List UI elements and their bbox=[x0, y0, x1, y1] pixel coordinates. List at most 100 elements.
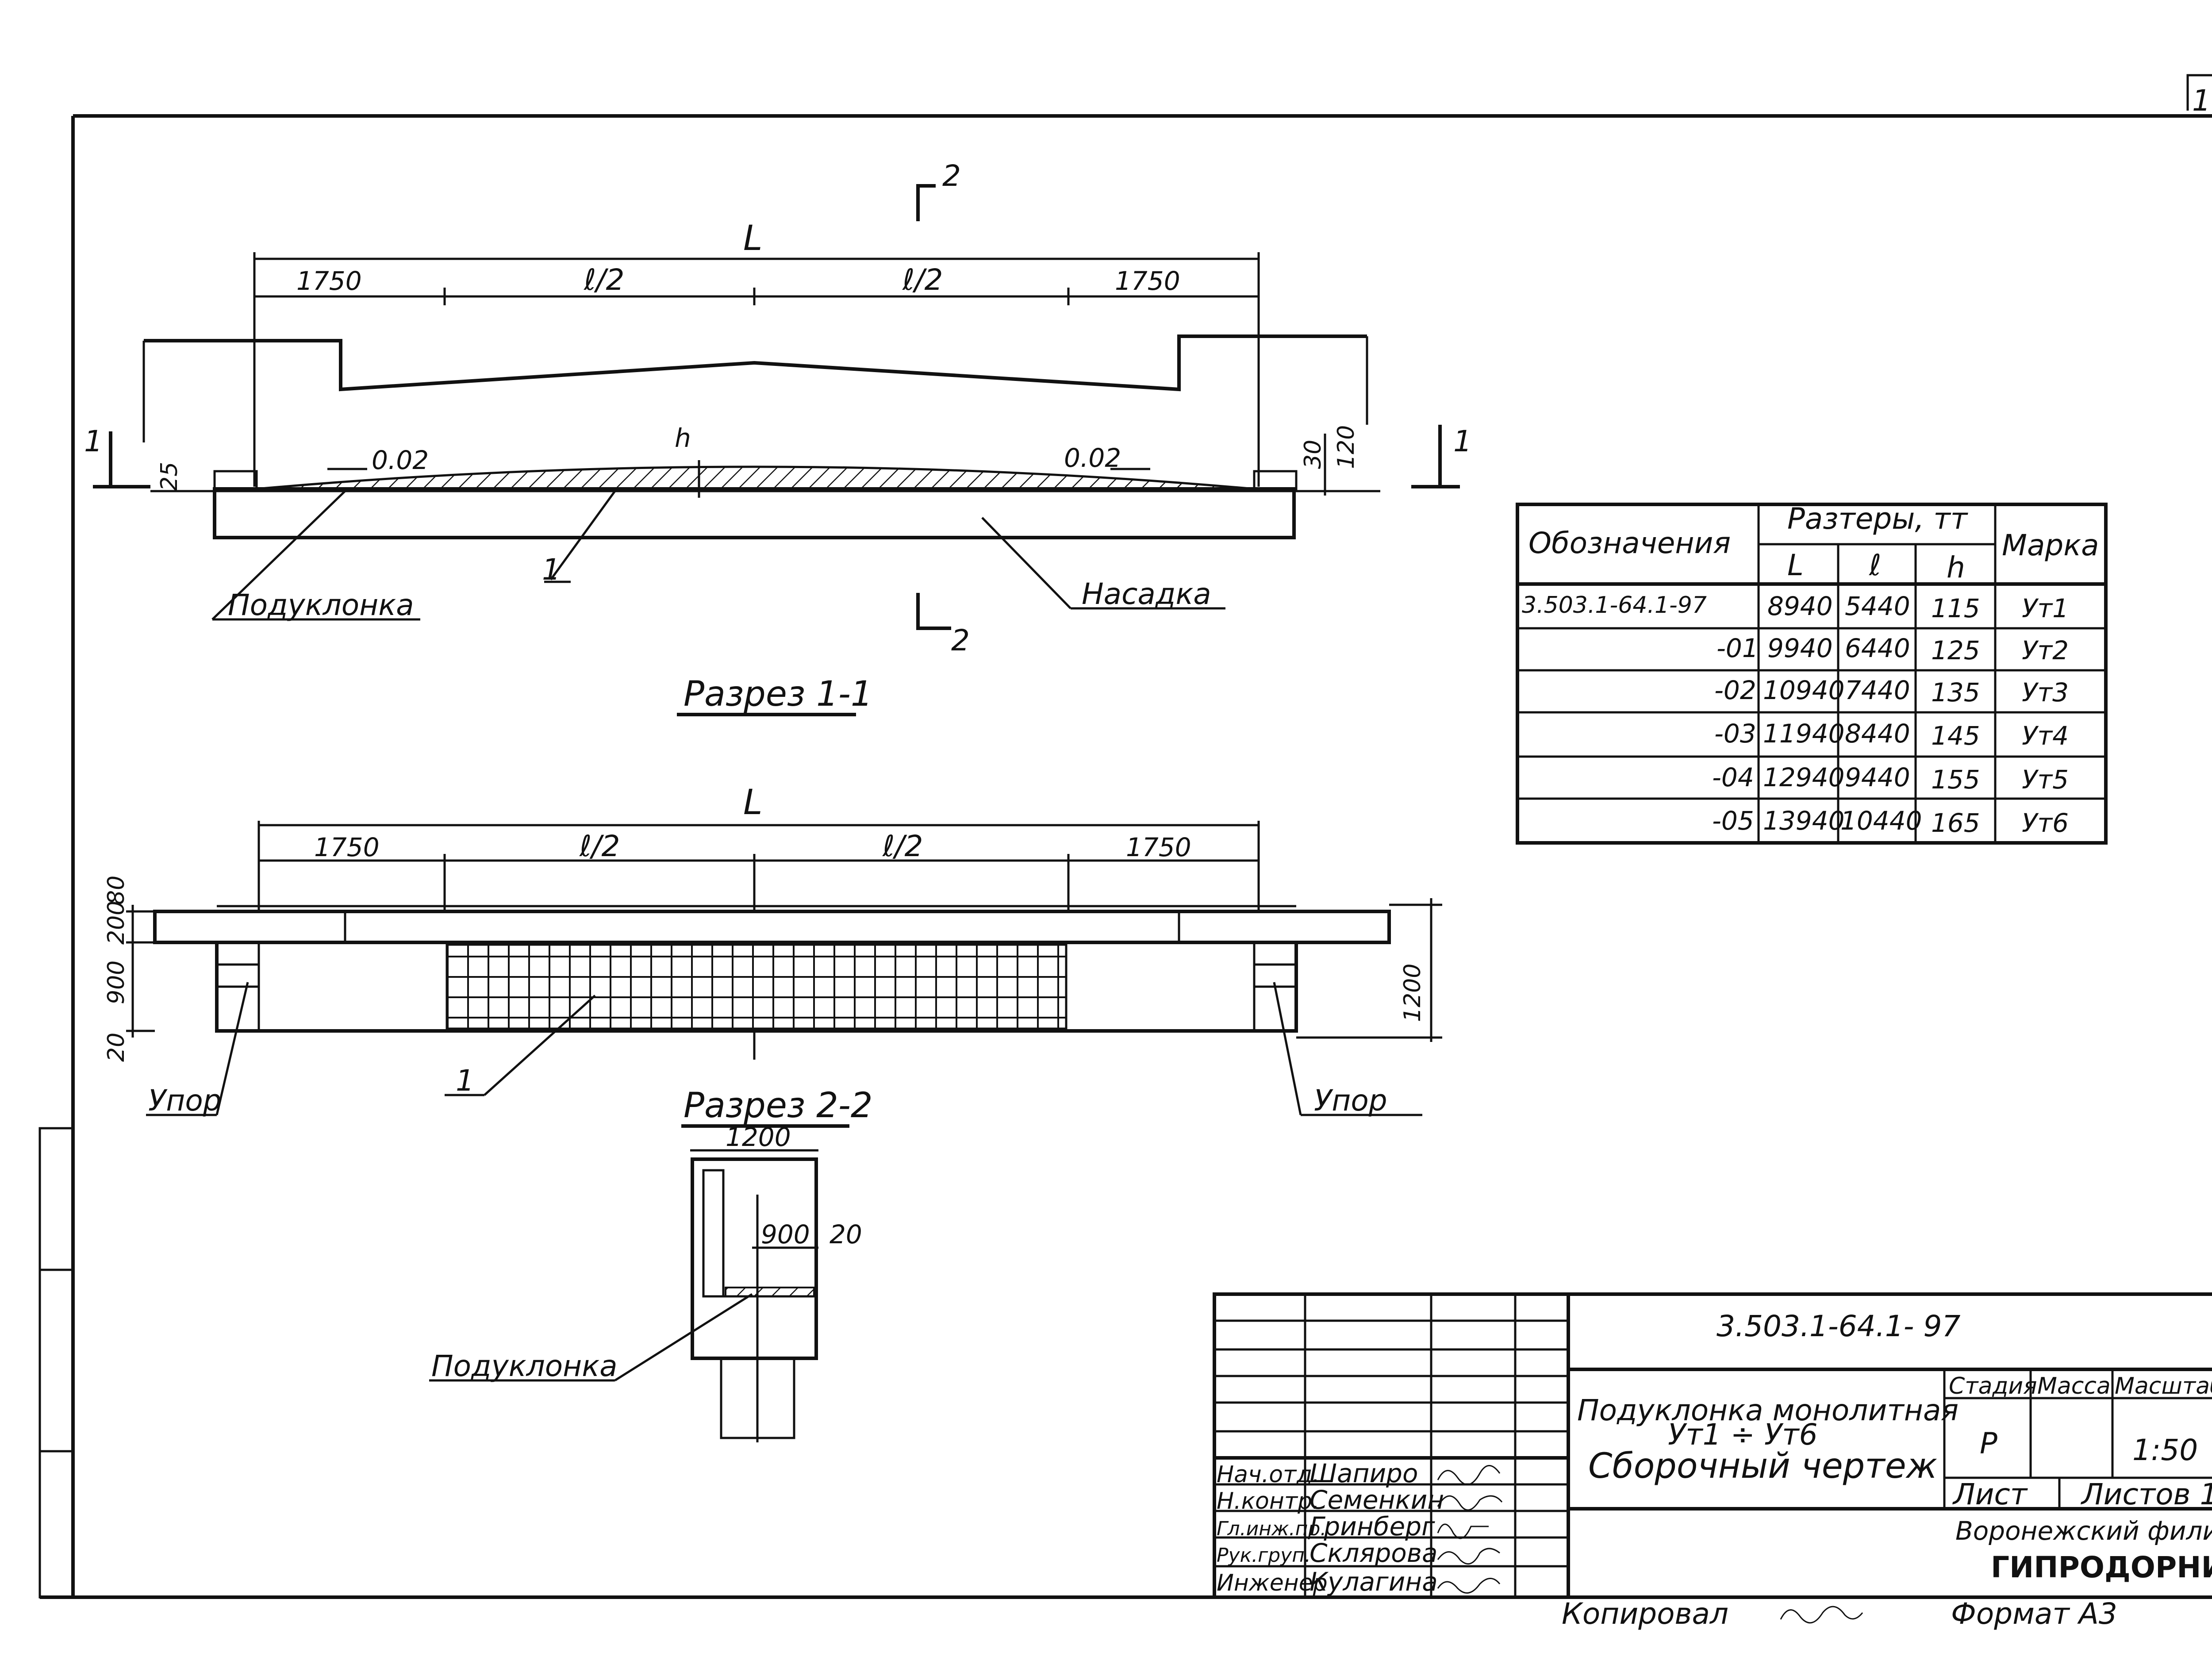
staff-name: Шапиро bbox=[1310, 1458, 1418, 1488]
section-mark-2-top: 2 bbox=[942, 159, 961, 193]
dim-L-plan: L bbox=[743, 783, 762, 823]
staff-name: Гринберг bbox=[1310, 1511, 1435, 1541]
copier-signature bbox=[1780, 1606, 1863, 1624]
dim-1200-sec: 1200 bbox=[726, 1122, 791, 1152]
sheet-frame: 110 bbox=[38, 74, 2212, 1599]
row-designation: -02 bbox=[1714, 675, 1756, 705]
row-l: 8440 bbox=[1845, 719, 1910, 749]
staff-role: Гл.инж.пр. bbox=[1217, 1518, 1326, 1540]
slope-left: 0.02 bbox=[372, 445, 429, 475]
dim-1750-right: 1750 bbox=[1115, 266, 1180, 296]
row-h: 145 bbox=[1931, 721, 1980, 751]
section-title-1-1: Разрез 1-1 bbox=[684, 674, 872, 714]
section-mark-1-right: 1 bbox=[1453, 424, 1472, 458]
dim-20-sec: 20 bbox=[830, 1219, 862, 1249]
dim-900-sec: 900 bbox=[761, 1219, 810, 1249]
row-mark: Ут1 bbox=[2022, 593, 2069, 623]
row-L: 13940 bbox=[1763, 806, 1845, 836]
col-scale: Масштаб bbox=[2115, 1373, 2212, 1399]
dim-80-plan: 80 bbox=[103, 876, 130, 905]
dim-1750-plan-left: 1750 bbox=[314, 832, 380, 862]
dim-l2-left: ℓ/2 bbox=[584, 263, 625, 297]
dim-L-top: L bbox=[743, 219, 762, 258]
dim-1200-plan: 1200 bbox=[1399, 964, 1426, 1022]
label-nasadka: Насадка bbox=[1082, 577, 1211, 611]
table-row: -03 11940 8440 145 Ут4 bbox=[1714, 719, 2069, 751]
table-row: -04 12940 9440 155 Ут5 bbox=[1712, 762, 2069, 795]
row-l: 5440 bbox=[1845, 591, 1910, 621]
col-l: ℓ bbox=[1869, 548, 1881, 582]
row-mark: Ут6 bbox=[2022, 808, 2069, 838]
table-row: -05 13940 10440 165 Ут6 bbox=[1712, 806, 2069, 838]
row-designation: 3.503.1-64.1-97 bbox=[1522, 592, 1707, 619]
row-mark: Ут3 bbox=[2022, 677, 2069, 707]
plan-view: L 1750 ℓ/2 ℓ/2 1750 80 200 900 bbox=[103, 783, 1442, 1118]
row-designation: -04 bbox=[1712, 762, 1754, 792]
dim-l2-plan-right: ℓ/2 bbox=[882, 829, 923, 863]
section-mark-2-bottom: 2 bbox=[951, 623, 970, 657]
staff-name: Склярова bbox=[1310, 1538, 1438, 1568]
label-podukl-elev: Подуклонка bbox=[228, 588, 414, 622]
doc-code: 3.503.1-64.1- 97 bbox=[1717, 1309, 1960, 1343]
title-block: 3.503.1-64.1- 97 Подуклонка монолитная У… bbox=[1213, 1292, 2212, 1599]
row-mark: Ут4 bbox=[2022, 721, 2069, 751]
staff-row: Рук.груп. Склярова bbox=[1217, 1538, 1438, 1568]
stage-value: Р bbox=[1980, 1426, 1997, 1461]
col-stage: Стадия bbox=[1949, 1373, 2037, 1399]
elevation-view: 2 L 1750 ℓ/2 ℓ/2 1750 h 0.02 0.02 bbox=[84, 159, 1472, 716]
row-mark: Ут5 bbox=[2022, 765, 2069, 795]
dim-l2-right: ℓ/2 bbox=[902, 263, 943, 297]
sheet-label: Лист bbox=[1952, 1477, 2028, 1511]
row-designation: -03 bbox=[1714, 719, 1756, 749]
label-podukl-sec: Подуклонка bbox=[431, 1349, 618, 1383]
row-h: 135 bbox=[1931, 677, 1980, 707]
row-h: 115 bbox=[1931, 593, 1980, 623]
row-l: 6440 bbox=[1845, 633, 1910, 663]
row-L: 8940 bbox=[1767, 591, 1833, 621]
signatures bbox=[1437, 1465, 1503, 1594]
col-h: h bbox=[1947, 550, 1965, 584]
staff-name: Кулагина bbox=[1310, 1567, 1438, 1597]
row-l: 10440 bbox=[1840, 806, 1922, 836]
row-L: 11940 bbox=[1763, 719, 1845, 749]
row-h: 165 bbox=[1931, 808, 1980, 838]
callout-1-plan: 1 bbox=[456, 1064, 474, 1098]
row-l: 9440 bbox=[1845, 762, 1910, 792]
col-mass: Масса bbox=[2037, 1373, 2111, 1399]
format-label: Формат А3 bbox=[1951, 1597, 2117, 1631]
row-designation: -05 bbox=[1712, 806, 1754, 836]
staff-role: Рук.груп. bbox=[1217, 1544, 1311, 1567]
row-l: 7440 bbox=[1845, 675, 1910, 705]
title-line-1: Подуклонка монолитная bbox=[1577, 1393, 1959, 1427]
dim-200-plan: 200 bbox=[103, 901, 130, 945]
org-line-2: ГИПРОДОРНИИ bbox=[1991, 1550, 2212, 1584]
col-mark: Марка bbox=[2002, 528, 2099, 562]
dim-l2-plan-left: ℓ/2 bbox=[579, 829, 620, 863]
callout-1-elev: 1 bbox=[542, 553, 561, 587]
row-L: 9940 bbox=[1767, 633, 1833, 663]
label-upor-right: Упор bbox=[1314, 1084, 1387, 1118]
staff-role: Нач.отд. bbox=[1217, 1461, 1320, 1488]
title-line-2: Ут1 ÷ Ут6 bbox=[1668, 1418, 1818, 1452]
col-designation: Обозначения bbox=[1528, 526, 1731, 560]
footer: Копировал Формат А3 bbox=[1562, 1597, 2117, 1631]
table-row: -02 10940 7440 135 Ут3 bbox=[1714, 675, 2069, 707]
section-2-2: Разрез 2-2 1200 900 20 Подуклонка bbox=[429, 1086, 872, 1442]
sheet-number: 110 bbox=[2192, 84, 2212, 118]
section-mark-1-left: 1 bbox=[84, 424, 103, 458]
dim-20-plan: 20 bbox=[103, 1033, 130, 1062]
dim-h: h bbox=[675, 423, 691, 453]
dim-25: 25 bbox=[156, 462, 183, 491]
sheets-label: Листов 1 bbox=[2081, 1477, 2212, 1511]
dim-30: 30 bbox=[1300, 440, 1326, 469]
staff-row: Нач.отд. Шапиро bbox=[1217, 1458, 1418, 1488]
row-designation: -01 bbox=[1717, 633, 1759, 663]
row-L: 12940 bbox=[1763, 762, 1845, 792]
row-h: 155 bbox=[1931, 765, 1980, 795]
copied-label: Копировал bbox=[1562, 1597, 1728, 1631]
dim-1750-plan-right: 1750 bbox=[1126, 832, 1191, 862]
row-L: 10940 bbox=[1763, 675, 1845, 705]
staff-row: Инженер Кулагина bbox=[1217, 1567, 1438, 1597]
dimensions-table: Обозначения Разтеры, тт L ℓ h Марка 3.50… bbox=[1516, 502, 2108, 845]
